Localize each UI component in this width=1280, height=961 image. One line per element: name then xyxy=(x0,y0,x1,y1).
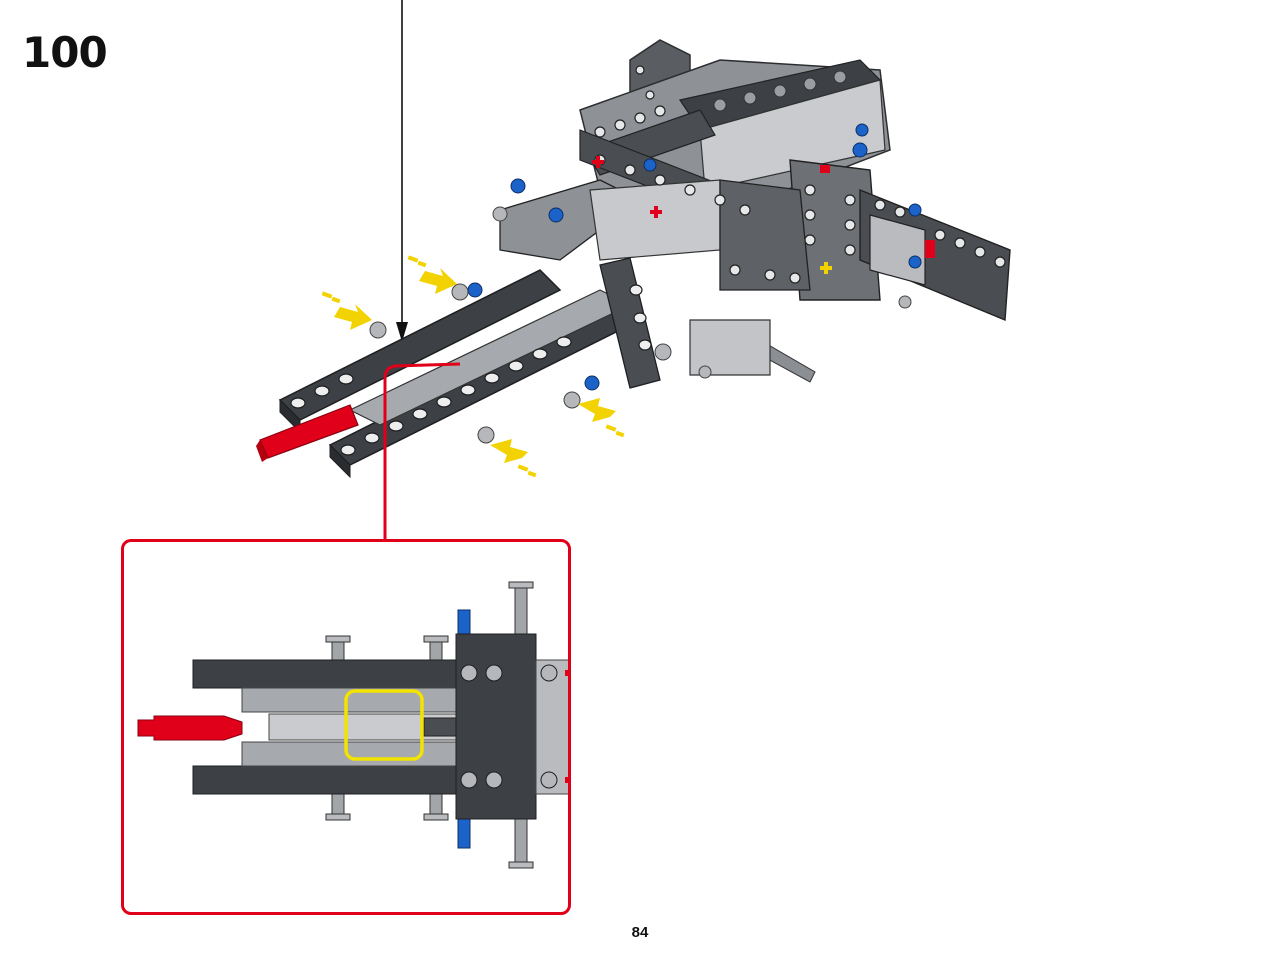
yellow-cross-mark xyxy=(820,262,832,274)
page-number: 84 xyxy=(631,924,649,941)
insertion-arrow-icon xyxy=(396,322,408,342)
callout-connector xyxy=(383,362,461,540)
callout-red-axle xyxy=(137,715,243,741)
red-axle-extension xyxy=(256,404,359,462)
callout-holes xyxy=(460,664,558,789)
red-axle-marks xyxy=(592,156,935,258)
upper-frame xyxy=(499,39,1011,383)
cross-axle-holes xyxy=(713,70,847,112)
callout-frame-bottom xyxy=(241,741,483,767)
connector-highlight-box xyxy=(344,689,424,761)
gray-pins xyxy=(369,206,912,444)
detail-callout xyxy=(121,539,571,915)
yellow-insert-arrows xyxy=(321,255,625,478)
beam-holes-arms xyxy=(290,284,652,456)
beam-holes-upper xyxy=(594,65,1006,284)
callout-red-marks xyxy=(565,670,568,783)
step-number: 100 xyxy=(22,28,108,77)
callout-connector-block xyxy=(455,633,537,820)
top-view-detail xyxy=(137,581,568,869)
